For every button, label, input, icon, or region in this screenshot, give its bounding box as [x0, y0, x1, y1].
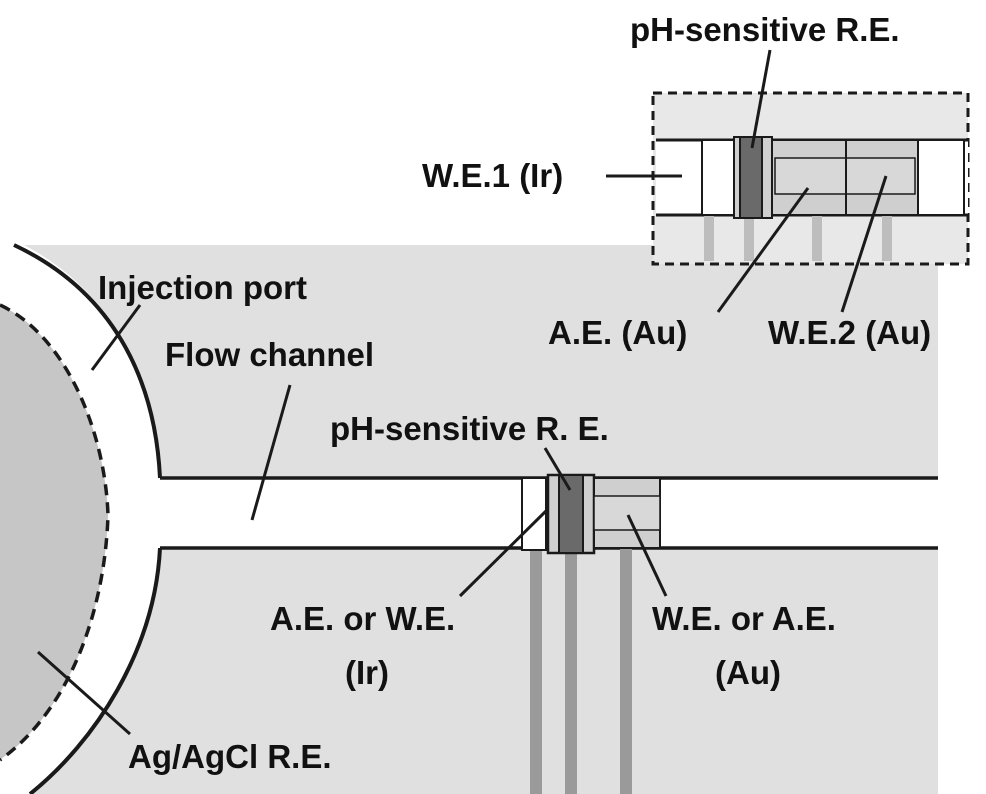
leader-lines — [37, 49, 888, 736]
injection-port-outline — [13, 243, 162, 794]
lead-au-electrode — [620, 548, 632, 794]
au-electrode-inner — [593, 495, 661, 531]
inset-ph-electrode-core — [739, 136, 763, 219]
label-we1-ir: W.E.1 (Ir) — [422, 157, 563, 194]
label-we-or-ae-line2: (Au) — [715, 654, 781, 691]
label-ph-sensitive-main: pH-sensitive R. E. — [330, 410, 609, 447]
inset-we1-ir — [701, 139, 735, 216]
inset-lead-2 — [744, 215, 754, 261]
label-ae-au: A.E. (Au) — [548, 314, 687, 351]
leader-injection-port — [90, 304, 142, 371]
lead-ph-electrode — [565, 548, 577, 794]
ag-agcl-reference-electrode-outline — [0, 303, 110, 762]
leader-ae-or-we — [458, 508, 549, 598]
label-ag-agcl: Ag/AgCl R.E. — [128, 738, 332, 775]
label-flow-channel: Flow channel — [165, 336, 374, 373]
label-ae-or-we-line2: (Ir) — [345, 654, 389, 691]
leader-we-or-ae — [626, 514, 668, 597]
leader-flow-channel — [250, 384, 292, 521]
label-ae-or-we-line1: A.E. or W.E. — [270, 600, 455, 637]
inset-lead-4 — [882, 215, 892, 261]
label-injection-port: Injection port — [98, 269, 307, 306]
leader-ag-agcl — [37, 650, 131, 736]
leader-ph-sensitive-main — [543, 447, 572, 491]
leader-we2-au — [840, 175, 888, 313]
label-we-or-ae-line1: W.E. or A.E. — [652, 600, 836, 637]
label-ph-sensitive-top: pH-sensitive R.E. — [630, 11, 900, 48]
ph-sensitive-electrode-core — [558, 474, 584, 554]
leader-ph-sensitive-top — [750, 49, 772, 149]
leader-ae-au — [716, 187, 810, 313]
inset-lead-3 — [812, 215, 822, 261]
lead-ir-electrode — [530, 548, 542, 794]
inset-end-cap — [917, 139, 965, 216]
inset-lead-1 — [704, 215, 714, 261]
label-we2-au: W.E.2 (Au) — [768, 314, 931, 351]
